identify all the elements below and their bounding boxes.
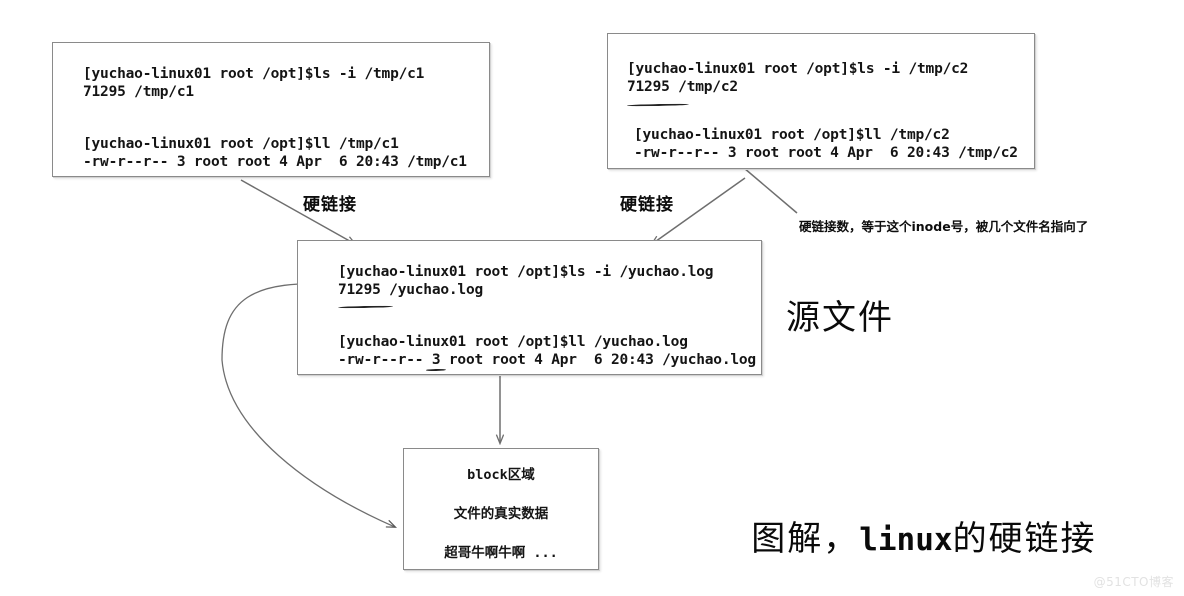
c1-cmd-ls-i: [yuchao-linux01 root /opt]$ls -i /tmp/c1	[83, 66, 425, 82]
c1-cmd-ll: [yuchao-linux01 root /opt]$ll /tmp/c1	[83, 136, 399, 152]
src-out-ll: -rw-r--r-- 3 root root 4 Apr 6 20:43 /yu…	[338, 352, 756, 368]
title-diagram-suffix: 的硬链接	[952, 519, 1097, 559]
c2-inode-underline	[626, 103, 690, 107]
title-source-file: 源文件	[786, 298, 894, 338]
title-diagram-prefix: 图解，	[751, 519, 860, 559]
title-diagram: 图解，linux的硬链接	[700, 471, 1097, 596]
c2-cmd-ll: [yuchao-linux01 root /opt]$ll /tmp/c2	[634, 127, 950, 143]
src-cmd-ls-i: [yuchao-linux01 root /opt]$ls -i /yuchao…	[338, 264, 714, 280]
label-hardlink-right: 硬链接	[620, 195, 674, 215]
c1-out-inode: 71295 /tmp/c1	[83, 84, 194, 100]
block-real-data: 文件的真实数据	[453, 506, 549, 522]
block-content: 超哥牛啊牛啊 ...	[444, 545, 558, 561]
c2-out-ll: -rw-r--r-- 3 root root 4 Apr 6 20:43 /tm…	[634, 145, 1018, 161]
title-diagram-linux: linux	[859, 522, 953, 558]
block-title: block区域	[467, 467, 535, 483]
label-inode-note: 硬链接数，等于这个inode号，被几个文件名指向了	[799, 219, 1089, 234]
block-area-box: block区域 文件的真实数据 超哥牛啊牛啊 ...	[403, 448, 599, 570]
watermark: @51CTO博客	[1093, 575, 1174, 589]
terminal-box-yuchao-log: [yuchao-linux01 root /opt]$ls -i /yuchao…	[297, 240, 762, 375]
terminal-box-tmp-c2: [yuchao-linux01 root /opt]$ls -i /tmp/c2…	[607, 33, 1035, 169]
terminal-box-tmp-c1: [yuchao-linux01 root /opt]$ls -i /tmp/c1…	[52, 42, 490, 177]
src-cmd-ll: [yuchao-linux01 root /opt]$ll /yuchao.lo…	[338, 334, 688, 350]
c2-cmd-ls-i: [yuchao-linux01 root /opt]$ls -i /tmp/c2	[627, 61, 969, 77]
c1-out-ll: -rw-r--r-- 3 root root 4 Apr 6 20:43 /tm…	[83, 154, 467, 170]
label-hardlink-left: 硬链接	[303, 195, 357, 215]
src-out-inode: 71295 /yuchao.log	[338, 282, 484, 298]
c2-out-inode: 71295 /tmp/c2	[627, 79, 738, 95]
src-inode-underline	[337, 305, 394, 309]
src-linkcount-underline	[425, 368, 447, 372]
